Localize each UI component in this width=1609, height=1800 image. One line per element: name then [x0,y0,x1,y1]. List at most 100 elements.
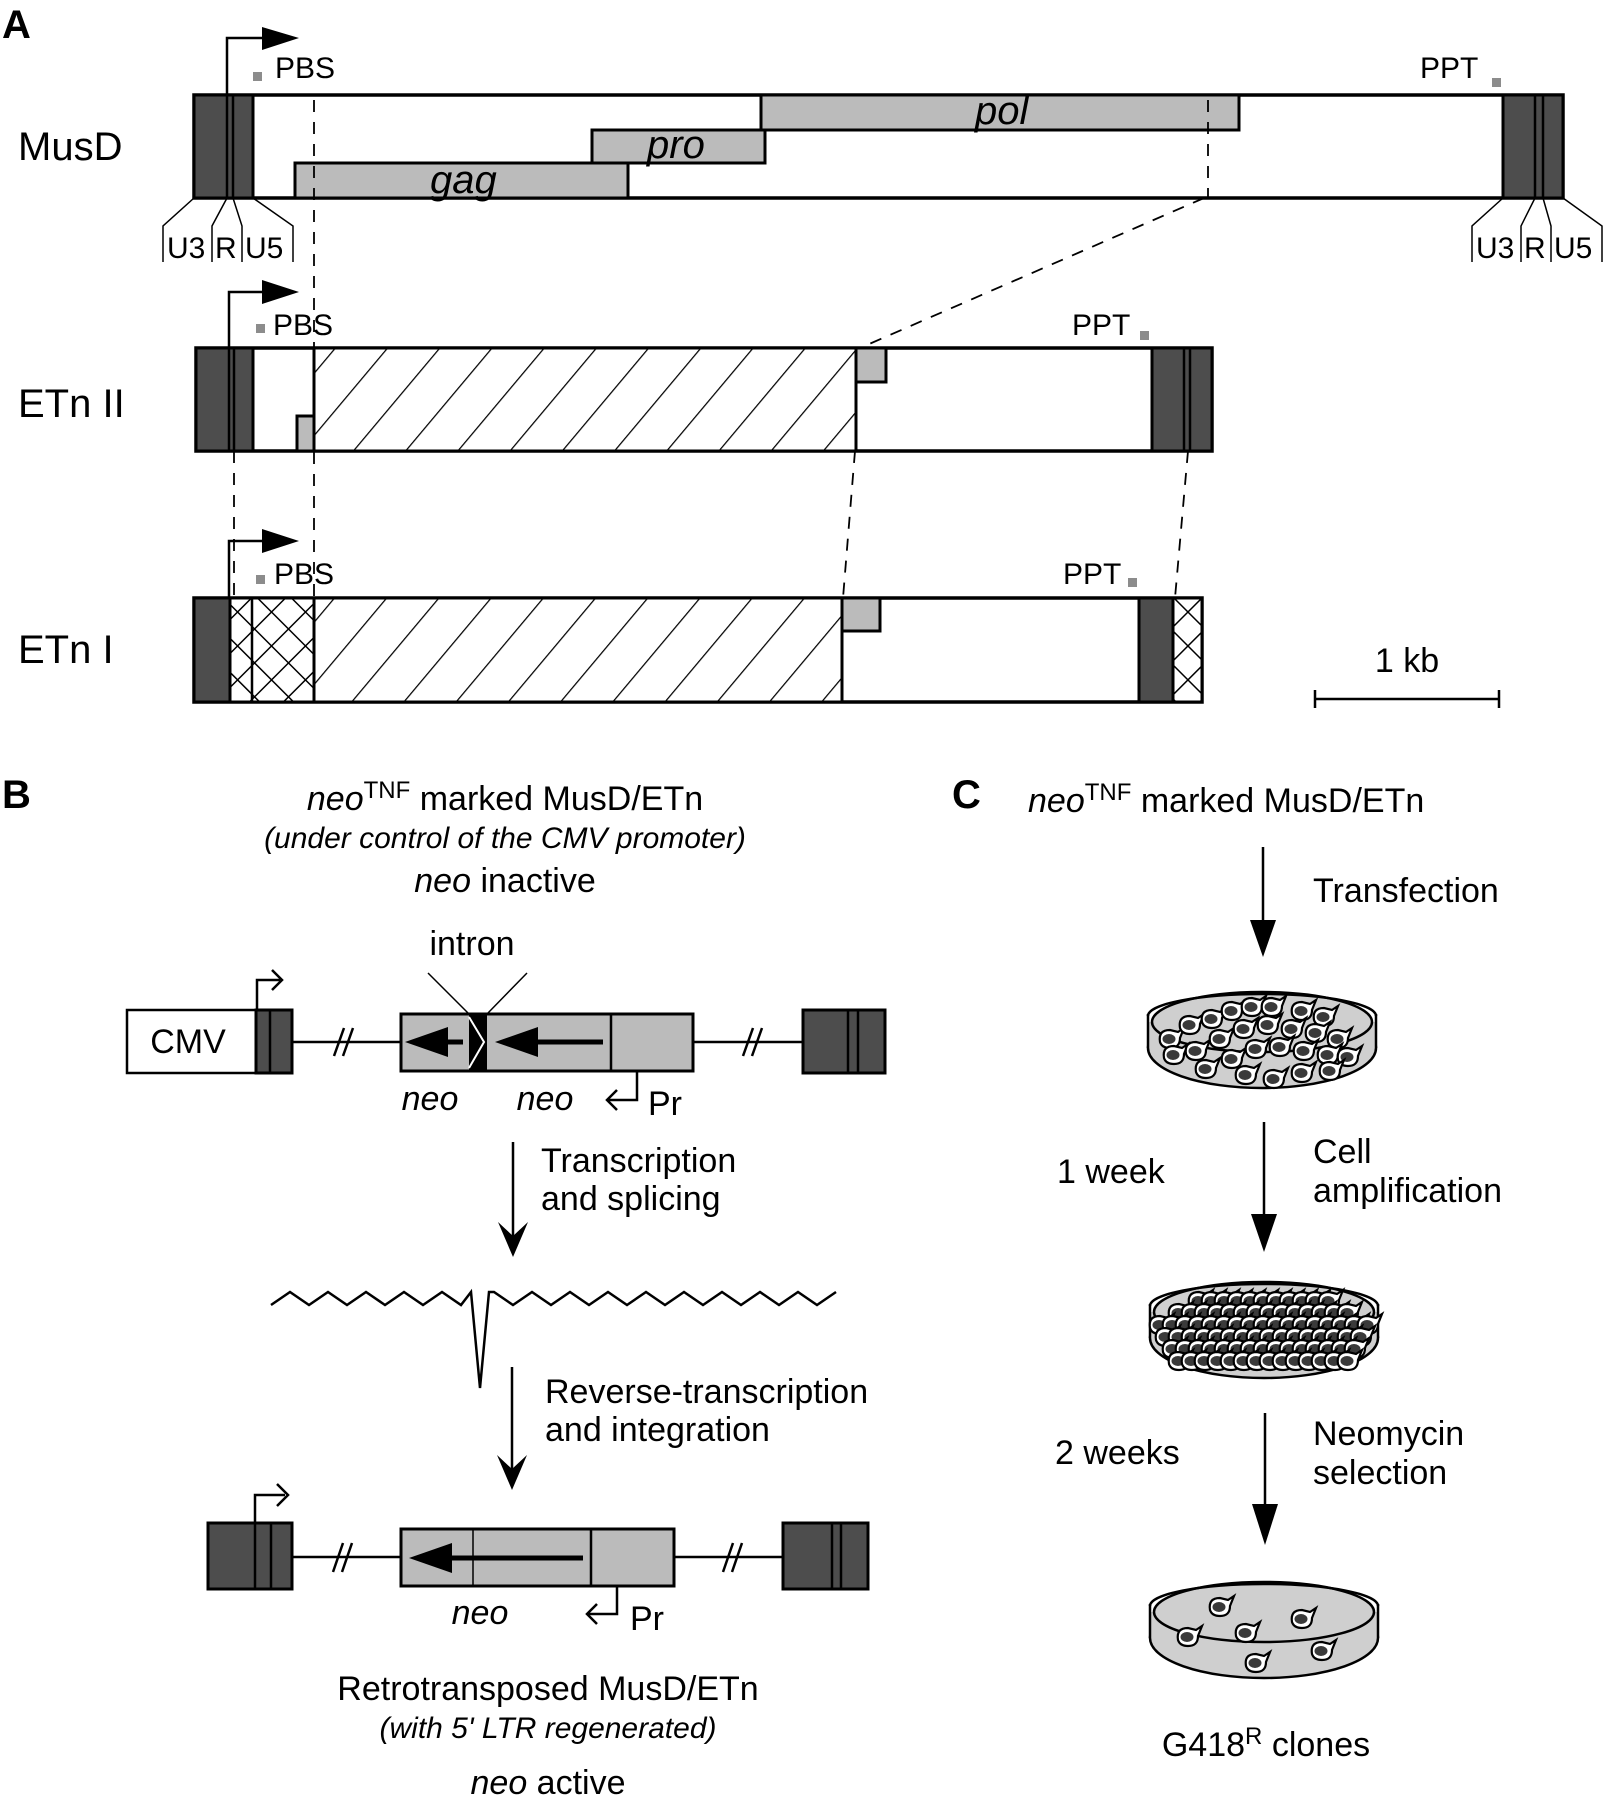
ltr5-u3: U3 [167,232,205,265]
down-arrow-icon [1250,920,1276,957]
pr-promoter-arrow-icon-2 [585,1586,619,1625]
scale-bar: 1 kb [1313,642,1501,708]
musd-5-ltr-annotation [162,197,294,262]
step-amplification: amplification [1313,1172,1502,1210]
step-time-1-week: 1 week [1057,1153,1166,1191]
panel-c-title: neoTNF marked MusD/ETn [1028,779,1424,820]
etn2-pol-remnant [854,346,888,384]
cell-icon [1336,1348,1364,1372]
etn1-5-ltr [192,596,232,704]
down-arrow-icon [1252,1504,1278,1545]
etn1-3-crosshatch [1171,596,1204,704]
etn2-gag-remnant [295,414,316,453]
petri-dish-selected-icon [1148,1580,1380,1680]
etn1-element: ETn I PBS PPT [18,529,1204,704]
etn1-ppt-label: PPT [1063,558,1121,591]
status-active: neo active [471,1764,626,1800]
step2-line1: Reverse-transcription [545,1373,868,1411]
etn1-pbs-label: PBS [274,558,334,591]
musd-promoter-arrow-icon [225,36,262,95]
etn2-promoter-arrow-icon [227,290,262,348]
scale-bar-label: 1 kb [1375,642,1439,680]
etn2-pbs-label: PBS [273,309,333,342]
cmv-box [125,1008,258,1075]
pol-label: pol [974,89,1029,133]
pr-promoter-arrow-icon [605,1071,639,1111]
etn2-ppt-marker [1140,331,1149,340]
musd-3-ltr [1501,93,1565,200]
etn1-promoter-arrow-icon [227,539,262,598]
etn2-3-ltr [1150,346,1214,453]
panel-b-label: B [2,773,31,817]
step-transcription: Transcription and splicing [498,1142,736,1257]
musd-element: MusD gag pro pol PBS PPT [18,27,1603,265]
break-mark-icon [331,1542,744,1573]
step2-line2: and integration [545,1411,770,1449]
etn1-ppt-marker [1128,578,1137,587]
panel-b-title: neoTNF marked MusD/ETn [307,777,703,818]
ltr-promoter-arrow-icon [253,1483,290,1523]
petri-dish-transfected-icon [1146,990,1378,1090]
ltr5-r: R [215,232,237,265]
ltr5-u5: U5 [245,232,283,265]
ltr3-r: R [1524,232,1546,265]
cmv-promoter-arrow-icon [255,969,284,1010]
etn1-hatched-region [312,596,844,704]
c-arrow-1 [1250,847,1276,957]
musd-pbs-marker [253,72,262,81]
right-ltr-2 [781,1521,870,1591]
musd-3-ltr-annotation [1471,197,1603,262]
result-title: Retrotransposed MusD/ETn [337,1670,758,1708]
etn2-element: ETn II PBS PPT [18,280,1214,453]
pro-gene [590,128,767,165]
pr-label-1: Pr [648,1085,682,1123]
cmv-ltr-ru5 [254,1008,294,1075]
etn2-ppt-label: PPT [1072,309,1130,342]
cmv-label: CMV [150,1023,226,1061]
result-subtitle: (with 5' LTR regenerated) [380,1712,717,1745]
step-reverse-transcription: Reverse-transcription and integration [497,1367,868,1490]
musd-pbs-label: PBS [275,52,335,85]
etn2-label: ETn II [18,382,125,426]
gag-label: gag [430,158,497,202]
down-arrow-icon [498,1222,528,1257]
etn1-label: ETn I [18,628,114,672]
step-selection: selection [1313,1454,1447,1492]
neo-label-1: neo [402,1080,459,1118]
panel-b-status-inactive: neo inactive [414,862,595,900]
petri-dish-amplified-icon [1148,1280,1384,1380]
neo-active-label: neo [452,1594,509,1632]
step-neomycin: Neomycin [1313,1415,1464,1453]
down-arrow-icon [1251,1214,1277,1252]
pr-label-2: Pr [630,1600,664,1638]
etn1-pbs-marker [256,575,265,584]
spliced-mrna [270,1288,837,1389]
pro-label: pro [646,123,705,167]
etn2-hatched-region [312,346,858,453]
neo-label-2: neo [517,1080,574,1118]
result-clones: G418R clones [1162,1723,1370,1764]
etn2-pbs-marker [256,324,265,333]
panel-b-subtitle: (under control of the CMV promoter) [264,822,746,855]
step-cell: Cell [1313,1133,1372,1171]
regenerated-5-ltr [206,1521,294,1591]
ltr3-u5: U5 [1554,232,1592,265]
intron-label: intron [429,925,514,963]
construct-active: neo Pr [206,1483,870,1638]
c-arrow-3 [1252,1413,1278,1545]
step-transfection: Transfection [1313,872,1499,910]
neo-arrow-right-icon [495,1027,603,1057]
step1-line1: Transcription [541,1142,736,1180]
panel-a-label: A [2,3,31,47]
panel-c-label: C [952,773,981,817]
construct-inactive: CMV neo neo Pr [125,969,887,1123]
step-time-2-weeks: 2 weeks [1055,1434,1180,1472]
etn1-5-crosshatch [228,596,316,704]
musd-label: MusD [18,125,122,169]
intron-block [469,1014,487,1071]
gag-gene [293,161,630,200]
musd-ppt-label: PPT [1420,52,1478,85]
etn2-5-ltr [194,346,255,453]
down-arrow-icon [497,1455,527,1490]
